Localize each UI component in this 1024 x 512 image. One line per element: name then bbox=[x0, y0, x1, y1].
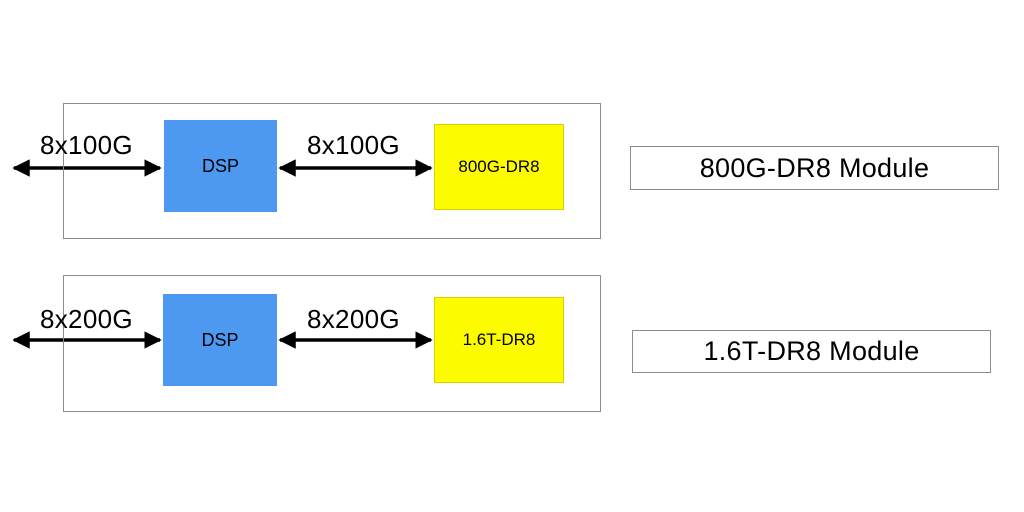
row1-optic-block: 800G-DR8 bbox=[434, 124, 564, 210]
row2-optic-label: 1.6T-DR8 bbox=[462, 330, 536, 349]
row2-inner-rate-label: 8x200G bbox=[307, 304, 400, 334]
row2-module-name: 1.6T-DR8 Module bbox=[632, 330, 991, 373]
row1-module-frame bbox=[63, 103, 601, 239]
row2-dsp-label: DSP bbox=[201, 329, 239, 350]
row1-optic-label: 800G-DR8 bbox=[458, 157, 540, 176]
row1-dsp-label: DSP bbox=[201, 155, 239, 176]
row2-outer-rate-label: 8x200G bbox=[40, 304, 133, 334]
row1-dsp-block: DSP bbox=[164, 120, 277, 212]
row1-module-name: 800G-DR8 Module bbox=[630, 146, 999, 190]
row2-dsp-block: DSP bbox=[163, 294, 277, 386]
row2-optic-block: 1.6T-DR8 bbox=[434, 297, 564, 383]
row2-module-frame bbox=[63, 275, 601, 412]
row1-outer-rate-label: 8x100G bbox=[40, 130, 133, 160]
row1-inner-rate-label: 8x100G bbox=[307, 130, 400, 160]
